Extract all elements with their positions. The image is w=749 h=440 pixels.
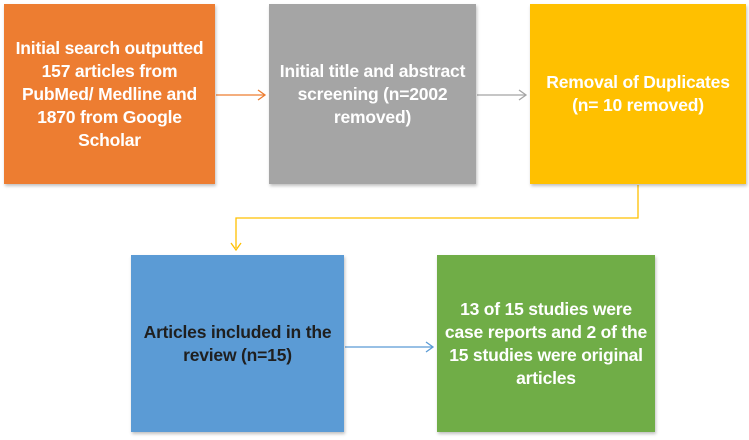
box-initial-search: Initial search outputted 157 articles fr… bbox=[4, 4, 215, 184]
connector-duplicates-to-included bbox=[235, 185, 639, 248]
box-articles-included-text: Articles included in the review (n=15) bbox=[143, 321, 332, 365]
box-duplicates-removal-text: Removal of Duplicates (n= 10 removed) bbox=[546, 72, 730, 115]
box-initial-search-text: Initial search outputted 157 articles fr… bbox=[15, 37, 204, 150]
box-title-abstract-screening-text: Initial title and abstract screening (n=… bbox=[279, 60, 466, 127]
box-study-types: 13 of 15 studies were case reports and 2… bbox=[437, 255, 655, 432]
arrowhead-screening-to-duplicates bbox=[518, 89, 528, 101]
box-articles-included: Articles included in the review (n=15) bbox=[131, 255, 344, 432]
box-title-abstract-screening: Initial title and abstract screening (n=… bbox=[269, 4, 476, 184]
arrowhead-included-to-types bbox=[425, 341, 435, 353]
box-study-types-text: 13 of 15 studies were case reports and 2… bbox=[444, 298, 648, 388]
arrowhead-search-to-screening bbox=[257, 89, 267, 101]
arrowhead-duplicates-to-included bbox=[230, 242, 242, 252]
box-duplicates-removal: Removal of Duplicates (n= 10 removed) bbox=[530, 4, 746, 184]
